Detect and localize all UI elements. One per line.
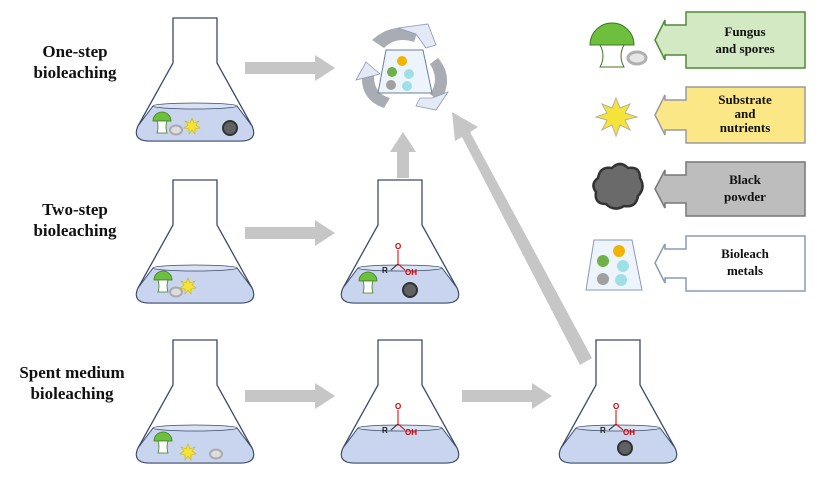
arrow-one-step: [245, 55, 335, 81]
svg-text:Substrate: Substrate: [718, 92, 772, 107]
svg-text:Bioleach: Bioleach: [721, 246, 769, 261]
bioleach-metals-icon: [377, 49, 433, 94]
legend-arrow-box: [654, 11, 806, 69]
spore-icon: [169, 124, 183, 136]
svg-text:nutrients: nutrients: [720, 120, 771, 135]
bioleach-metals-icon: [585, 239, 643, 291]
carboxylic-acid-icon: O R OH: [382, 402, 417, 437]
arrow-two-step: [245, 220, 335, 246]
svg-text:OH: OH: [623, 428, 635, 437]
fungus-icon: [589, 22, 635, 68]
legend-black-powder: Black powder: [592, 161, 806, 217]
carboxylic-acid-icon: O R OH: [600, 402, 635, 437]
svg-text:bioleaching: bioleaching: [33, 221, 117, 240]
svg-text:OH: OH: [405, 268, 417, 277]
legend-arrow-box: [654, 86, 806, 144]
svg-text:R: R: [382, 266, 388, 275]
row-label-spent-medium: Spent medium bioleaching: [19, 363, 124, 403]
svg-text:One-step: One-step: [42, 42, 107, 61]
legend-substrate: Substrate and nutrients: [594, 86, 806, 144]
row-label-two-step: Two-step bioleaching: [33, 200, 117, 240]
spore-icon: [209, 448, 223, 460]
flask-spent-3: O R OH: [558, 339, 678, 464]
row-label-one-step: One-step bioleaching: [33, 42, 117, 82]
arrow-spent-2: [462, 383, 552, 409]
svg-text:and: and: [735, 106, 757, 121]
substrate-icon: [594, 96, 639, 138]
spore-icon: [626, 50, 648, 66]
svg-text:bioleaching: bioleaching: [30, 384, 114, 403]
svg-text:and spores: and spores: [715, 41, 774, 56]
svg-text:bioleaching: bioleaching: [33, 63, 117, 82]
arrow-up-two-step: [390, 132, 416, 178]
black-powder-icon: [222, 120, 238, 136]
legend-arrow-box: [654, 235, 806, 292]
spore-icon: [169, 286, 183, 298]
svg-text:Black: Black: [729, 172, 762, 187]
svg-text:powder: powder: [724, 189, 766, 204]
svg-text:O: O: [395, 242, 401, 251]
black-powder-icon: [402, 282, 418, 298]
arrow-spent-1: [245, 383, 335, 409]
svg-text:Two-step: Two-step: [42, 200, 108, 219]
flask-two-step-1: [135, 179, 255, 304]
flask-spent-2: O R OH: [340, 339, 460, 464]
carboxylic-acid-icon: O R OH: [382, 242, 417, 277]
svg-text:OH: OH: [405, 428, 417, 437]
black-powder-icon: [617, 440, 633, 456]
svg-text:R: R: [382, 426, 388, 435]
svg-text:metals: metals: [727, 263, 763, 278]
flask-one-step: [135, 17, 255, 142]
svg-text:R: R: [600, 426, 606, 435]
arrow-diagonal-spent: [452, 112, 592, 365]
black-powder-icon: [592, 162, 644, 210]
svg-text:O: O: [613, 402, 619, 411]
legend-bioleach-metals: Bioleach metals: [585, 235, 806, 292]
legend-fungus: Fungus and spores: [589, 11, 806, 69]
svg-text:O: O: [395, 402, 401, 411]
flask-spent-1: [135, 339, 255, 464]
svg-text:Fungus: Fungus: [724, 24, 765, 39]
flask-two-step-2: O R OH: [340, 179, 460, 304]
svg-text:Spent medium: Spent medium: [19, 363, 124, 382]
recycle-icon: [355, 23, 450, 111]
legend-arrow-box: [654, 161, 806, 217]
